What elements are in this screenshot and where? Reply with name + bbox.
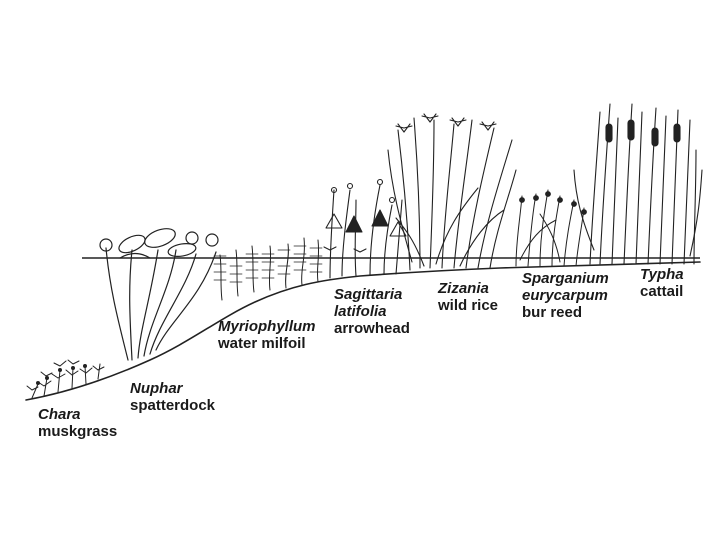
scientific-name: Zizania	[438, 280, 498, 297]
wild-rice-icon	[388, 114, 516, 270]
scientific-name-2: eurycarpum	[522, 287, 609, 304]
scientific-name: Sparganium	[522, 270, 609, 287]
label-nuphar: Nuphar spatterdock	[130, 380, 215, 414]
label-myriophyllum: Myriophyllum water milfoil	[218, 318, 316, 352]
scientific-name: Typha	[640, 266, 684, 283]
cattail-icon	[574, 104, 702, 264]
label-sagittaria: Sagittaria latifolia arrowhead	[334, 286, 410, 337]
label-typha: Typha cattail	[640, 266, 684, 300]
scientific-name: Myriophyllum	[218, 318, 316, 335]
scientific-name-2: latifolia	[334, 303, 410, 320]
common-name: muskgrass	[38, 423, 117, 440]
label-zizania: Zizania wild rice	[438, 280, 498, 314]
common-name: arrowhead	[334, 320, 410, 337]
label-sparganium: Sparganium eurycarpum bur reed	[522, 270, 609, 321]
common-name: spatterdock	[130, 397, 215, 414]
common-name: wild rice	[438, 297, 498, 314]
milfoil-icon	[214, 238, 322, 300]
muskgrass-icon	[27, 360, 104, 398]
scientific-name: Nuphar	[130, 380, 215, 397]
scientific-name: Chara	[38, 406, 117, 423]
scientific-name: Sagittaria	[334, 286, 410, 303]
common-name: bur reed	[522, 304, 609, 321]
common-name: water milfoil	[218, 335, 316, 352]
spatterdock-icon	[100, 225, 218, 360]
arrowhead-icon	[324, 180, 406, 279]
bur-reed-icon	[516, 190, 586, 266]
common-name: cattail	[640, 283, 684, 300]
label-chara: Chara muskgrass	[38, 406, 117, 440]
